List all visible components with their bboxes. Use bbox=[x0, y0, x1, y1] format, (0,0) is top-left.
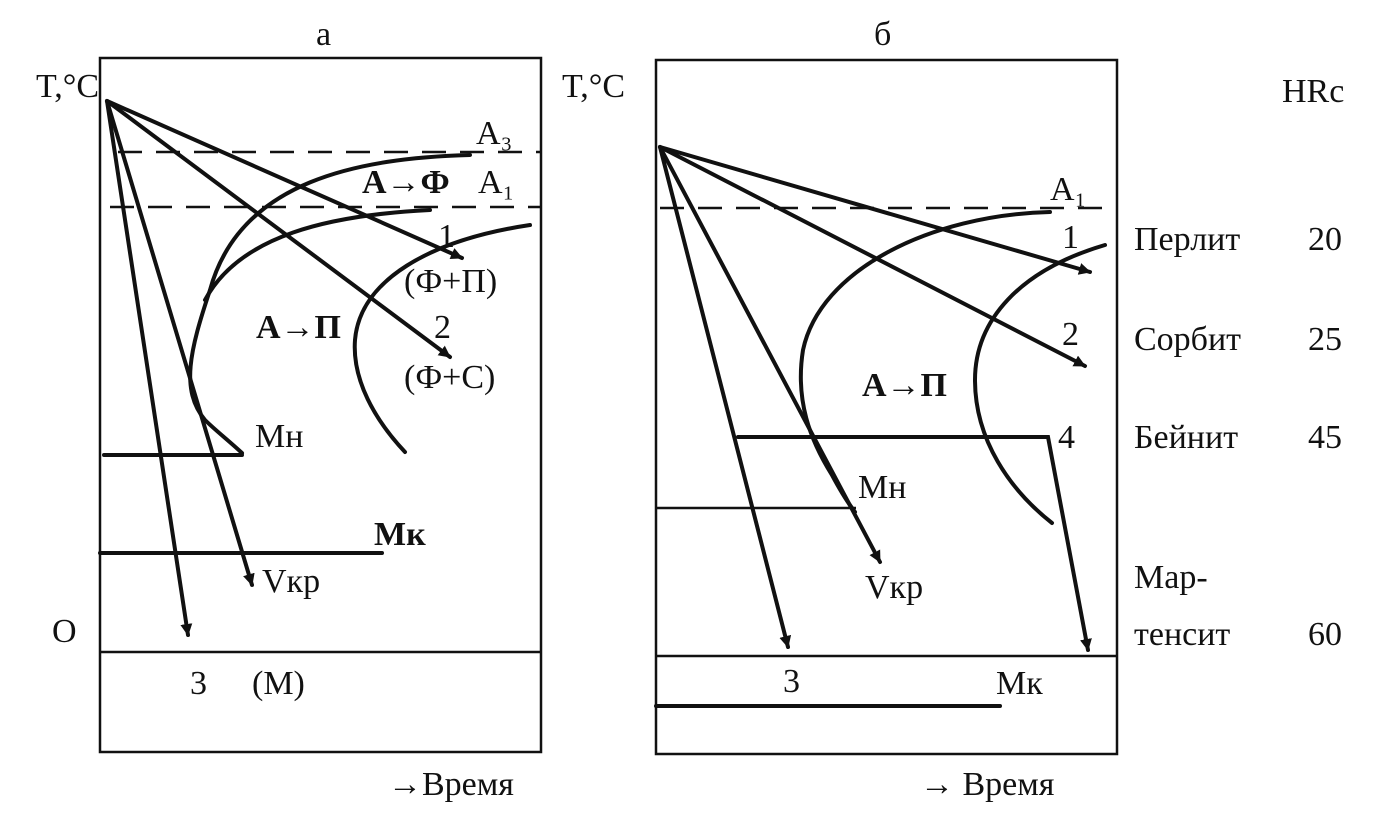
panel-b-transformation-start-curve bbox=[798, 210, 1052, 514]
panel-b-cooling-curve-3 bbox=[658, 145, 792, 649]
panel-b-cooling-curve-2 bbox=[658, 145, 1087, 368]
panel-a-y-axis-label: T,°C bbox=[36, 68, 99, 105]
panel-b-x-axis-label: → Время bbox=[920, 766, 1055, 803]
panel-a-origin-label: O bbox=[52, 613, 77, 650]
panel-a-product-1-label: (Ф+П) bbox=[404, 263, 497, 300]
panel-a-frame bbox=[98, 56, 543, 754]
panel-b-mn-label: Mн bbox=[858, 469, 906, 506]
panel-a-title: а bbox=[316, 16, 331, 53]
panel-a-pearlite-end-curve bbox=[352, 223, 532, 454]
panel-a-mk-label: Mк bbox=[374, 516, 426, 553]
panel-a-vkr-label: Vкр bbox=[262, 563, 320, 600]
structure-pearlite-hrc: 20 bbox=[1308, 221, 1342, 258]
panel-b-a1-label: A₁ bbox=[1050, 171, 1086, 208]
panel-a: а T,°C O →Время A₃ A→Ф A₁ 1 (Ф+П) A→П 2 … bbox=[36, 16, 543, 803]
panel-a-curve-2-label: 2 bbox=[434, 309, 451, 346]
panel-a-x-axis-label: →Время bbox=[388, 766, 514, 803]
structures-legend: HRc Перлит 20 Сорбит 25 Бейнит 45 Мар- т… bbox=[1134, 73, 1344, 653]
panel-a-cooling-curve-3 bbox=[105, 99, 193, 637]
structure-bainite-hrc: 45 bbox=[1308, 419, 1342, 456]
panel-b-curve-4-label: 4 bbox=[1058, 419, 1075, 456]
structure-martensite-hrc: 60 bbox=[1308, 616, 1342, 653]
panel-a-a1-label: A₁ bbox=[478, 164, 514, 201]
panel-a-curve-3-label: 3 bbox=[190, 665, 207, 702]
panel-a-cooling-curve-vkr bbox=[105, 99, 255, 587]
structure-pearlite-name: Перлит bbox=[1134, 221, 1240, 258]
structure-bainite-name: Бейнит bbox=[1134, 419, 1238, 456]
panel-b-transformation-end-curve bbox=[972, 243, 1107, 525]
panel-b-curve-2-label: 2 bbox=[1062, 316, 1079, 353]
panel-b: б T,°C → Время A₁ 1 2 A→П 4 Mн Vкр 3 Mк bbox=[562, 16, 1119, 803]
panel-b-curve-3-label: 3 bbox=[783, 663, 800, 700]
panel-a-curve-1-label: 1 bbox=[438, 218, 455, 255]
panel-b-a-to-p-label: A→П bbox=[862, 367, 947, 404]
structure-sorbite-hrc: 25 bbox=[1308, 321, 1342, 358]
structure-martensite-name-line1: Мар- bbox=[1134, 559, 1208, 596]
panel-a-a3-label: A₃ bbox=[476, 115, 512, 152]
panel-b-title: б bbox=[874, 16, 891, 53]
panel-b-cooling-curve-1 bbox=[658, 145, 1092, 275]
hrc-header: HRc bbox=[1282, 73, 1344, 110]
panel-a-cooling-curve-1 bbox=[105, 99, 464, 260]
panel-b-y-axis-label: T,°C bbox=[562, 68, 625, 105]
panel-a-product-3-label: (M) bbox=[252, 665, 305, 702]
panel-b-isothermal-curve-4 bbox=[736, 435, 1092, 652]
panel-b-curve-1-label: 1 bbox=[1062, 219, 1079, 256]
panel-b-frame bbox=[654, 58, 1119, 756]
panel-a-product-2-label: (Ф+С) bbox=[404, 359, 495, 396]
panel-a-mn-label: Mн bbox=[255, 418, 303, 455]
panel-b-cooling-curve-vkr bbox=[658, 145, 882, 564]
panel-a-pearlite-start-curve bbox=[203, 208, 432, 302]
panel-a-cooling-curve-2 bbox=[105, 99, 452, 359]
panel-b-mk-label: Mк bbox=[996, 665, 1043, 702]
panel-b-vkr-label: Vкр bbox=[865, 569, 923, 606]
panel-a-a-to-f-label: A→Ф bbox=[362, 164, 450, 201]
structure-martensite-name-line2: тенсит bbox=[1134, 616, 1230, 653]
panel-a-a-to-p-label: A→П bbox=[256, 309, 341, 346]
structure-sorbite-name: Сорбит bbox=[1134, 321, 1241, 358]
